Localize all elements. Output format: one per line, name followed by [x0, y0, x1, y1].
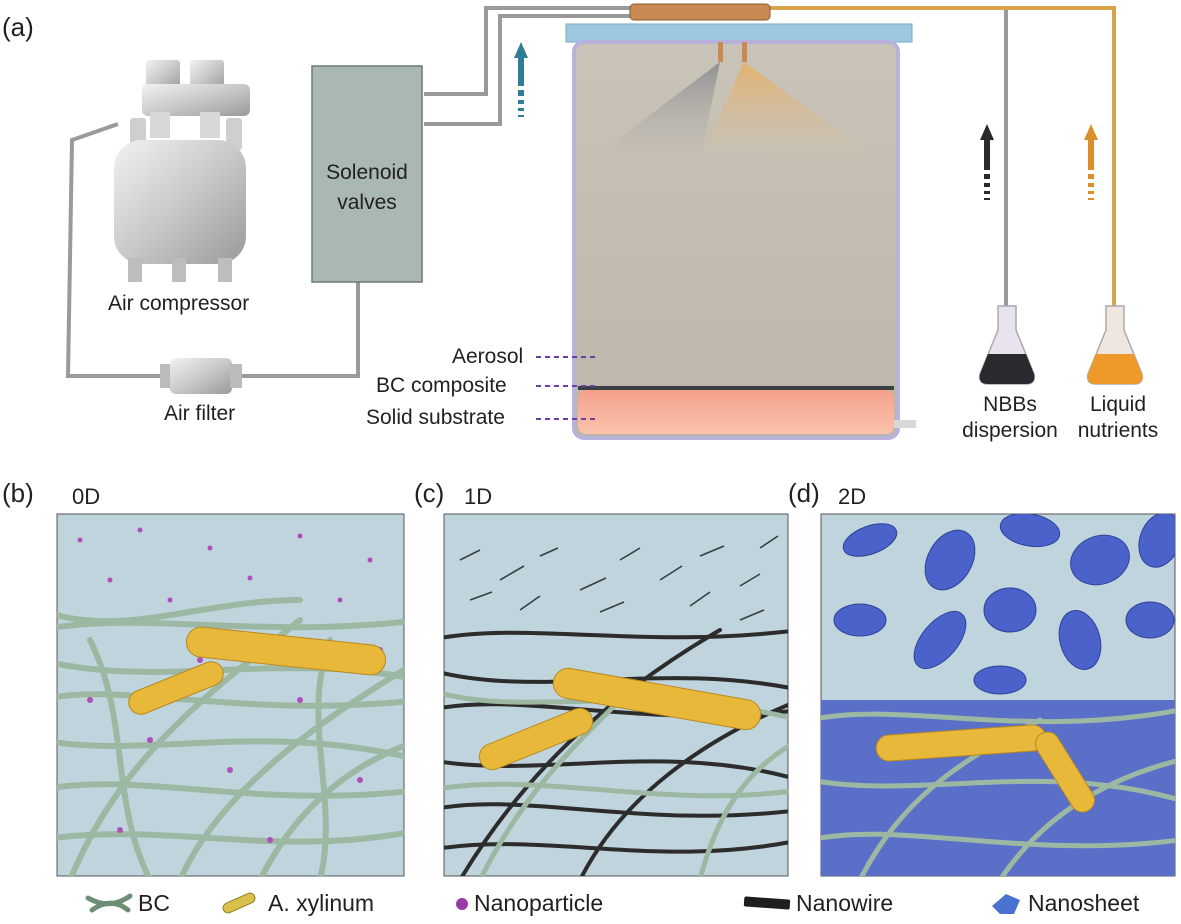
nanoparticle-icon — [456, 898, 468, 910]
legend-bc: BC — [138, 890, 170, 916]
legend-nanowire: Nanowire — [796, 890, 894, 916]
up-arrow-icon — [980, 124, 994, 200]
air-compressor-label: Air compressor — [108, 292, 250, 315]
air-compressor-icon — [114, 60, 250, 282]
legend-nanosheet: Nanosheet — [1028, 890, 1140, 916]
panel-c-image — [443, 513, 789, 877]
solenoid-valves-label: Solenoid valves — [326, 161, 408, 214]
label-leader — [536, 356, 596, 420]
up-arrow-icon — [514, 42, 528, 117]
chamber — [565, 23, 916, 440]
air-filter-label: Air filter — [164, 402, 236, 425]
bc-composite-label: BC composite — [376, 374, 507, 397]
panel-d-label: (d) — [788, 478, 820, 508]
panel-c-dimension: 1D — [464, 484, 493, 509]
nbbs-dispersion-label: NBBs dispersion — [962, 393, 1058, 442]
nozzle-connector — [629, 3, 771, 21]
solenoid-valves-box — [311, 65, 423, 283]
nanosheet-icon — [992, 894, 1020, 914]
nutrients-flask-icon — [1086, 305, 1144, 385]
liquid-nutrients-label: Liquid nutrients — [1077, 393, 1159, 442]
air-filter-icon — [160, 358, 242, 394]
up-arrow-icon — [1084, 124, 1098, 200]
solid-substrate-label: Solid substrate — [366, 406, 505, 429]
legend-nanoparticle: Nanoparticle — [474, 890, 604, 916]
panel-b-label: (b) — [2, 478, 34, 508]
a-xylinum-icon — [222, 892, 256, 914]
air-line — [65, 6, 1008, 378]
panel-d-image — [820, 513, 1176, 877]
panel-a-label: (a) — [2, 12, 34, 42]
nbbs-flask-icon — [978, 305, 1036, 385]
panel-b-dimension: 0D — [72, 484, 101, 509]
nanowire-icon — [743, 896, 791, 910]
panel-c-label: (c) — [414, 478, 445, 508]
bc-icon — [85, 893, 133, 913]
legend-a-xylinum: A. xylinum — [268, 890, 375, 916]
panel-d-dimension: 2D — [838, 484, 867, 509]
panel-b-image — [56, 513, 405, 877]
aerosol-label: Aerosol — [452, 345, 524, 368]
nutrient-line — [700, 6, 1116, 326]
